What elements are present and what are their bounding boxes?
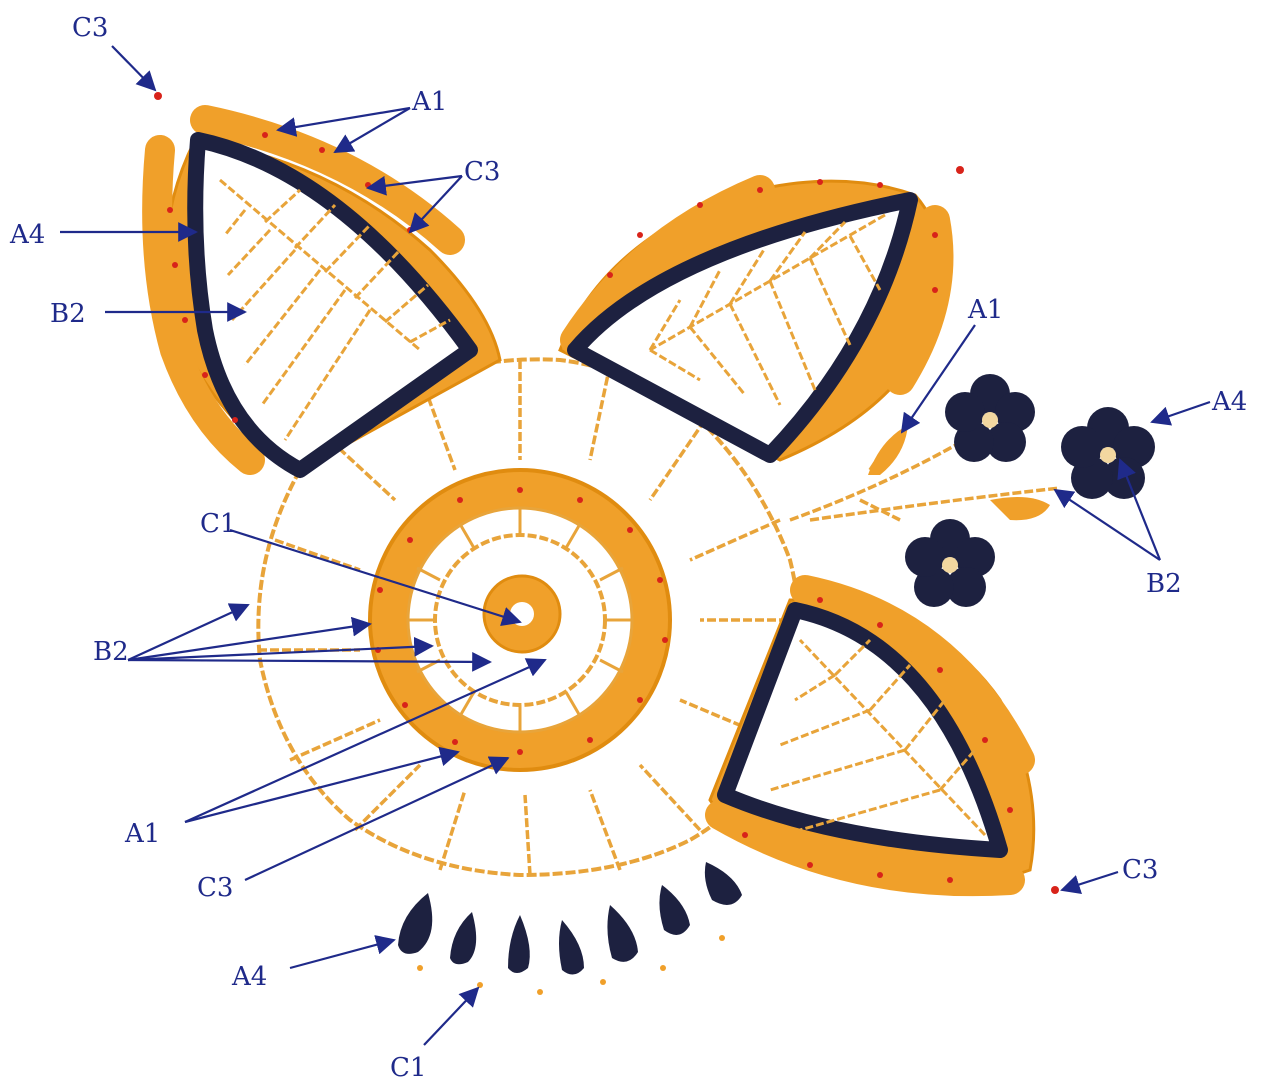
label-c3-bottom: C3 — [197, 873, 233, 903]
label-c3-leaf: C3 — [464, 157, 500, 187]
label-a1-right: A1 — [967, 295, 1003, 325]
arrow-c1-bottom — [424, 988, 478, 1045]
arrow-c3-top — [112, 46, 155, 90]
label-c3-top: C3 — [72, 13, 108, 43]
label-a4-right: A4 — [1211, 387, 1247, 417]
label-a4-left: A4 — [9, 220, 45, 250]
label-a1-top: A1 — [411, 87, 447, 117]
navy-teardrops — [398, 862, 742, 975]
arrow-b2-right-1 — [1055, 490, 1160, 560]
label-b2-left: B2 — [50, 299, 86, 329]
embroidery-artwork — [154, 92, 1155, 995]
label-c1-center: C1 — [200, 509, 236, 539]
label-a1-bottom: A1 — [124, 819, 160, 849]
label-c3-bottom-right: C3 — [1122, 855, 1158, 885]
arrow-c3-bottom-right — [1062, 872, 1118, 890]
label-b2-center: B2 — [93, 637, 129, 667]
center-rings — [370, 470, 670, 770]
arrow-a4-bottom — [290, 940, 394, 968]
arrow-a4-right — [1152, 402, 1210, 422]
label-c1-bottom: C1 — [390, 1053, 426, 1081]
label-a4-bottom: A4 — [231, 962, 267, 992]
label-b2-right: B2 — [1146, 569, 1182, 599]
